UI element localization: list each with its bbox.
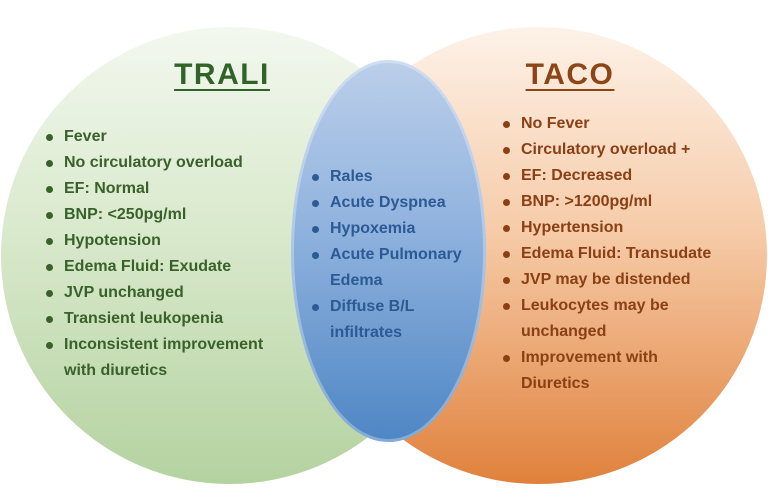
trali-list-item: Inconsistent improvement with diuretics bbox=[46, 332, 306, 384]
trali-list-item: JVP unchanged bbox=[46, 280, 306, 306]
trali-list-item: Transient leukopenia bbox=[46, 306, 306, 332]
list-item-text: Hypotension bbox=[64, 232, 161, 249]
list-item-text: No Fever bbox=[521, 115, 590, 132]
bullet-icon bbox=[46, 316, 53, 323]
bullet-icon bbox=[503, 355, 510, 362]
bullet-icon bbox=[503, 199, 510, 206]
overlap-list-item: Diffuse B/L infiltrates bbox=[312, 294, 477, 346]
overlap-list-item: Acute Pulmonary Edema bbox=[312, 242, 477, 294]
trali-list-item: No circulatory overload bbox=[46, 150, 306, 176]
bullet-icon bbox=[46, 264, 53, 271]
trali-list-item: BNP: <250pg/ml bbox=[46, 202, 306, 228]
taco-list-item: Leukocytes may be unchanged bbox=[503, 293, 748, 345]
list-item-text: Improvement with Diuretics bbox=[521, 349, 658, 392]
list-item-text: Diffuse B/L infiltrates bbox=[330, 298, 415, 341]
taco-list-item: JVP may be distended bbox=[503, 267, 748, 293]
taco-list-item: BNP: >1200pg/ml bbox=[503, 189, 748, 215]
bullet-icon bbox=[312, 226, 319, 233]
taco-title: TACO bbox=[525, 58, 615, 91]
list-item-text: BNP: <250pg/ml bbox=[64, 206, 187, 223]
bullet-icon bbox=[312, 200, 319, 207]
list-item-text: JVP may be distended bbox=[521, 271, 691, 288]
list-item-text: Rales bbox=[330, 168, 373, 185]
overlap-list-item: Rales bbox=[312, 164, 477, 190]
bullet-icon bbox=[312, 252, 319, 259]
list-item-text: EF: Normal bbox=[64, 180, 150, 197]
bullet-icon bbox=[503, 121, 510, 128]
list-item-text: BNP: >1200pg/ml bbox=[521, 193, 653, 210]
bullet-icon bbox=[46, 134, 53, 141]
list-item-text: EF: Decreased bbox=[521, 167, 633, 184]
list-item-text: Circulatory overload + bbox=[521, 141, 691, 158]
bullet-icon bbox=[46, 212, 53, 219]
list-item-text: Transient leukopenia bbox=[64, 310, 224, 327]
bullet-icon bbox=[46, 290, 53, 297]
list-item-text: JVP unchanged bbox=[64, 284, 184, 301]
trali-title: TRALI bbox=[174, 58, 270, 91]
list-item-text: Hypertension bbox=[521, 219, 624, 236]
overlap-list-item: Acute Dyspnea bbox=[312, 190, 477, 216]
trali-list-item: Hypotension bbox=[46, 228, 306, 254]
overlap-list: Rales Acute Dyspnea Hypoxemia Acute Pulm… bbox=[312, 164, 477, 346]
trali-list-item: Edema Fluid: Exudate bbox=[46, 254, 306, 280]
bullet-icon bbox=[46, 342, 53, 349]
list-item-text: Edema Fluid: Exudate bbox=[64, 258, 232, 275]
taco-list-item: Circulatory overload + bbox=[503, 137, 748, 163]
bullet-icon bbox=[503, 303, 510, 310]
trali-list-item: EF: Normal bbox=[46, 176, 306, 202]
taco-list-item: EF: Decreased bbox=[503, 163, 748, 189]
list-item-text: Acute Pulmonary Edema bbox=[330, 246, 462, 289]
bullet-icon bbox=[503, 251, 510, 258]
bullet-icon bbox=[312, 174, 319, 181]
bullet-icon bbox=[46, 238, 53, 245]
list-item-text: Edema Fluid: Transudate bbox=[521, 245, 712, 262]
list-item-text: Hypoxemia bbox=[330, 220, 416, 237]
bullet-icon bbox=[503, 225, 510, 232]
taco-list-item: Hypertension bbox=[503, 215, 748, 241]
bullet-icon bbox=[46, 160, 53, 167]
list-item-text: Leukocytes may be unchanged bbox=[521, 297, 669, 340]
trali-list-item: Fever bbox=[46, 124, 306, 150]
overlap-ellipse bbox=[291, 60, 486, 442]
trali-list: Fever No circulatory overload EF: Normal… bbox=[46, 124, 306, 384]
bullet-icon bbox=[503, 147, 510, 154]
list-item-text: Inconsistent improvement with diuretics bbox=[64, 336, 264, 379]
bullet-icon bbox=[46, 186, 53, 193]
taco-list: No Fever Circulatory overload + EF: Decr… bbox=[503, 111, 748, 397]
overlap-list-item: Hypoxemia bbox=[312, 216, 477, 242]
list-item-text: Fever bbox=[64, 128, 107, 145]
taco-list-item: No Fever bbox=[503, 111, 748, 137]
bullet-icon bbox=[503, 173, 510, 180]
taco-list-item: Edema Fluid: Transudate bbox=[503, 241, 748, 267]
list-item-text: No circulatory overload bbox=[64, 154, 243, 171]
bullet-icon bbox=[312, 304, 319, 311]
list-item-text: Acute Dyspnea bbox=[330, 194, 446, 211]
bullet-icon bbox=[503, 277, 510, 284]
taco-list-item: Improvement with Diuretics bbox=[503, 345, 748, 397]
